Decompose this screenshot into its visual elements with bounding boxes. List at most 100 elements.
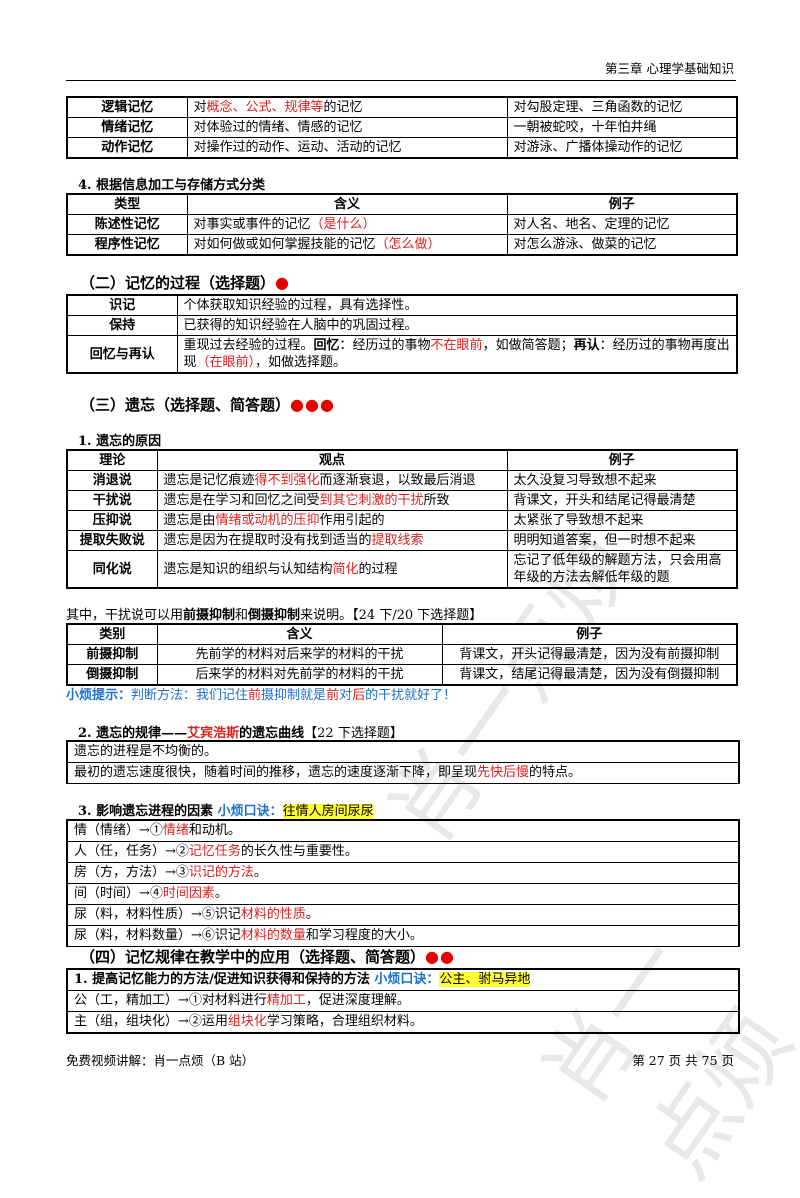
- memory-meaning: 对概念、公式、规律等的记忆: [186, 96, 508, 118]
- table-row: 回忆与再认 重现过去经验的过程。回忆：经历过的事物不在眼前，如做简答题；再认：经…: [66, 335, 738, 374]
- section-heading: 4. 根据信息加工与存储方式分类: [78, 178, 266, 193]
- memory-type: 逻辑记忆: [66, 96, 188, 118]
- table-row: 陈述性记忆 对事实或事件的记忆（是什么） 对人名、地名、定理的记忆: [66, 214, 738, 235]
- column-header: 理论: [66, 449, 158, 471]
- importance-dots: ●●●: [290, 395, 335, 414]
- chapter-header: 第三章 心理学基础知识: [605, 61, 734, 76]
- factor-line: 情（情绪）→①情绪和动机。: [68, 821, 738, 842]
- theory-example: 忘记了低年级的解题方法，只会用高年级的方法去解低年级的题: [506, 550, 738, 589]
- inhibition-table: 类别 含义 例子 前摄抑制 先前学的材料对后来学的材料的干扰 背课文，开头记得最…: [66, 623, 738, 686]
- memory-example: 对怎么游泳、做菜的记忆: [506, 234, 738, 256]
- column-header: 例子: [441, 623, 738, 645]
- process-definition: 个体获取知识经验的过程，具有选择性。: [176, 294, 738, 316]
- section-heading: （三）遗忘（选择题、简答题）●●●: [80, 395, 335, 414]
- theory-view: 遗忘是由情绪或动机的压抑作用引起的: [156, 510, 508, 531]
- process-definition: 重现过去经验的过程。回忆：经历过的事物不在眼前，如做简答题；再认：经历过的事物再…: [176, 335, 738, 374]
- table-row: 倒摄抑制 后来学的材料对先前学的材料的干扰 背课文，结尾记得最清楚，因为没有倒摄…: [66, 664, 738, 686]
- theory-example: 太久没复习导致想不起来: [506, 470, 738, 491]
- forgetting-law-box: 遗忘的进程是不均衡的。 最初的遗忘速度很快，随着时间的推移，遗忘的速度逐渐下降，…: [66, 740, 740, 784]
- memory-meaning: 对事实或事件的记忆（是什么）: [186, 214, 508, 235]
- theory-example: 明明知道答案，但一时想不起来: [506, 530, 738, 551]
- factor-line: 人（任，任务）→②记忆任务的长久性与重要性。: [68, 842, 738, 863]
- memory-example: 对勾股定理、三角函数的记忆: [506, 96, 738, 118]
- table-row: 同化说 遗忘是知识的组织与认知结构简化的过程 忘记了低年级的解题方法，只会用高年…: [66, 550, 738, 589]
- table-row: 提取失败说 遗忘是因为在提取时没有找到适当的提取线索 明明知道答案，但一时想不起…: [66, 530, 738, 551]
- memory-methods-box: 1. 提高记忆能力的方法/促进知识获得和保持的方法 小烦口诀：公主、驸马异地 公…: [66, 968, 740, 1034]
- page-number: 第 27 页 共 75 页: [632, 1053, 734, 1068]
- declarative-procedural-table: 类型 含义 例子 陈述性记忆 对事实或事件的记忆（是什么） 对人名、地名、定理的…: [66, 193, 738, 256]
- column-header: 例子: [506, 193, 738, 215]
- factor-line: 尿（料，材料数量）→⑥识记材料的数量和学习程度的大小。: [74, 928, 423, 943]
- section-heading: （四）记忆规律在教学中的应用（选择题、简答题）●●: [80, 947, 455, 966]
- memory-example: 对游泳、广播体操动作的记忆: [506, 137, 738, 159]
- inhibition-meaning: 后来学的材料对先前学的材料的干扰: [156, 664, 443, 686]
- table-row: 压抑说 遗忘是由情绪或动机的压抑作用引起的 太紧张了导致想不起来: [66, 510, 738, 531]
- column-header: 类别: [66, 623, 158, 645]
- table-row: 识记 个体获取知识经验的过程，具有选择性。: [66, 294, 738, 316]
- methods-heading: 1. 提高记忆能力的方法/促进知识获得和保持的方法 小烦口诀：公主、驸马异地: [68, 970, 738, 991]
- factors-box: 情（情绪）→①情绪和动机。 人（任，任务）→②记忆任务的长久性与重要性。 房（方…: [66, 819, 740, 947]
- theory-view: 遗忘是在学习和回忆之间受到其它刺激的干扰所致: [156, 490, 508, 511]
- inhibition-type: 倒摄抑制: [66, 664, 158, 686]
- memory-type: 情绪记忆: [66, 117, 188, 138]
- inhibition-example: 背课文，开头记得最清楚，因为没有前摄抑制: [441, 644, 738, 665]
- subsection-heading: 2. 遗忘的规律——艾宾浩斯的遗忘曲线【22 下选择题】: [78, 726, 403, 741]
- subsection-heading: 1. 遗忘的原因: [78, 434, 162, 449]
- importance-dots: ●: [275, 273, 290, 292]
- section-heading: （二）记忆的过程（选择题）●: [80, 273, 290, 292]
- subsection-heading: 3. 影响遗忘进程的因素 小烦口诀：往情人房间尿尿: [78, 804, 374, 819]
- table-row: 消退说 遗忘是记忆痕迹得不到强化而逐渐衰退，以致最后消退 太久没复习导致想不起来: [66, 470, 738, 491]
- table-row: 前摄抑制 先前学的材料对后来学的材料的干扰 背课文，开头记得最清楚，因为没有前摄…: [66, 644, 738, 665]
- table-row: 情绪记忆 对体验过的情绪、情感的记忆 一朝被蛇咬，十年怕井绳: [66, 117, 738, 138]
- process-term: 识记: [66, 294, 178, 316]
- table-row: 保持 已获得的知识经验在人脑中的巩固过程。: [66, 315, 738, 336]
- memory-type-table: 逻辑记忆 对概念、公式、规律等的记忆 对勾股定理、三角函数的记忆 情绪记忆 对体…: [66, 96, 738, 159]
- process-definition: 已获得的知识经验在人脑中的巩固过程。: [176, 315, 738, 336]
- theory-name: 压抑说: [66, 510, 158, 531]
- process-term: 回忆与再认: [66, 335, 178, 374]
- method-line: 公（工，精加工）→①对材料进行精加工，促进深度理解。: [68, 991, 738, 1012]
- header-rule: [66, 80, 736, 81]
- column-header: 含义: [156, 623, 443, 645]
- inhibition-meaning: 先前学的材料对后来学的材料的干扰: [156, 644, 443, 665]
- law-line: 遗忘的进程是不均衡的。: [68, 742, 738, 763]
- process-term: 保持: [66, 315, 178, 336]
- importance-dots: ●●: [425, 947, 455, 966]
- inhibition-example: 背课文，结尾记得最清楚，因为没有倒摄抑制: [441, 664, 738, 686]
- forgetting-causes-table: 理论 观点 例子 消退说 遗忘是记忆痕迹得不到强化而逐渐衰退，以致最后消退 太久…: [66, 449, 738, 589]
- memory-type: 程序性记忆: [66, 234, 188, 256]
- table-row: 动作记忆 对操作过的动作、运动、活动的记忆 对游泳、广播体操动作的记忆: [66, 137, 738, 159]
- theory-example: 太紧张了导致想不起来: [506, 510, 738, 531]
- law-line: 最初的遗忘速度很快，随着时间的推移，遗忘的速度逐渐下降，即呈现先快后慢的特点。: [74, 765, 582, 780]
- column-header: 类型: [66, 193, 188, 215]
- theory-view: 遗忘是知识的组织与认知结构简化的过程: [156, 550, 508, 589]
- memory-example: 一朝被蛇咬，十年怕井绳: [506, 117, 738, 138]
- method-line: 主（组，组块化）→②运用组块化学习策略，合理组织材料。: [74, 1014, 423, 1029]
- theory-view: 遗忘是因为在提取时没有找到适当的提取线索: [156, 530, 508, 551]
- memory-example: 对人名、地名、定理的记忆: [506, 214, 738, 235]
- column-header: 例子: [506, 449, 738, 471]
- memory-meaning: 对操作过的动作、运动、活动的记忆: [186, 137, 508, 159]
- memory-type: 动作记忆: [66, 137, 188, 159]
- theory-view: 遗忘是记忆痕迹得不到强化而逐渐衰退，以致最后消退: [156, 470, 508, 491]
- memory-meaning: 对体验过的情绪、情感的记忆: [186, 117, 508, 138]
- table-row: 干扰说 遗忘是在学习和回忆之间受到其它刺激的干扰所致 背课文，开头和结尾记得最清…: [66, 490, 738, 511]
- factor-line: 间（时间）→④时间因素。: [68, 884, 738, 905]
- table-row: 逻辑记忆 对概念、公式、规律等的记忆 对勾股定理、三角函数的记忆: [66, 96, 738, 118]
- theory-name: 提取失败说: [66, 530, 158, 551]
- factor-line: 房（方，方法）→③识记的方法。: [68, 863, 738, 884]
- interference-note: 其中，干扰说可以用前摄抑制和倒摄抑制来说明。【24 下/20 下选择题】: [66, 608, 483, 623]
- footer-video-link: 免费视频讲解：肖一点烦（B 站）: [66, 1053, 255, 1068]
- column-header: 含义: [186, 193, 508, 215]
- inhibition-type: 前摄抑制: [66, 644, 158, 665]
- theory-example: 背课文，开头和结尾记得最清楚: [506, 490, 738, 511]
- memory-meaning: 对如何做或如何掌握技能的记忆（怎么做）: [186, 234, 508, 256]
- tip-line: 小烦提示：判断方法：我们记住前摄抑制就是前对后的干扰就好了！: [66, 688, 457, 703]
- theory-name: 干扰说: [66, 490, 158, 511]
- theory-name: 同化说: [66, 550, 158, 589]
- memory-process-table: 识记 个体获取知识经验的过程，具有选择性。 保持 已获得的知识经验在人脑中的巩固…: [66, 294, 738, 374]
- column-header: 观点: [156, 449, 508, 471]
- theory-name: 消退说: [66, 470, 158, 491]
- page: 肖一点烦 肖一点烦 第三章 心理学基础知识 逻辑记忆 对概念、公式、规律等的记忆…: [66, 61, 800, 1195]
- table-row: 程序性记忆 对如何做或如何掌握技能的记忆（怎么做） 对怎么游泳、做菜的记忆: [66, 234, 738, 256]
